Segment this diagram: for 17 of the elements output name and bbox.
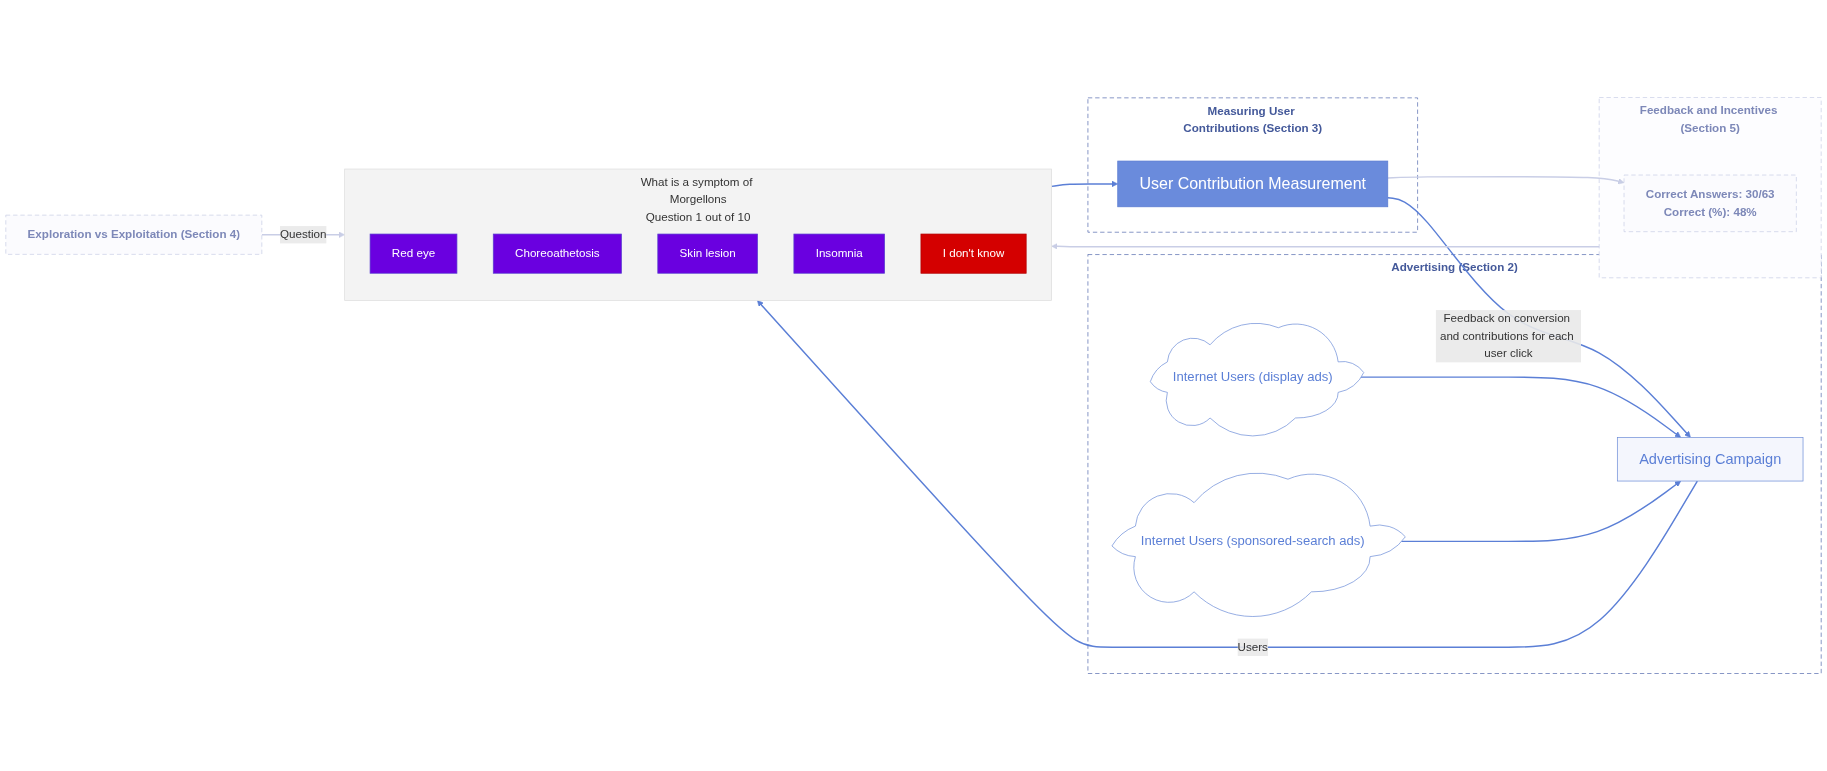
node-box: Advertising Campaign [1616,437,1804,482]
node-box: Skin lesion [657,233,758,274]
node-box: User Contribution Measurement [1117,160,1389,208]
arrow [1387,197,1691,438]
node-box: Choreoathetosis [492,233,622,274]
node-box: Insomnia [793,233,885,274]
node-box: Exploration vs Exploitation (Section 4) [5,214,263,255]
edge-label: Users [1237,640,1268,653]
node-box: Correct Answers: 30/63 Correct (%): 48% [1623,174,1797,233]
edge-label: Question [279,228,327,241]
arrow [1387,175,1625,185]
arrow [757,300,1699,648]
arrow [1050,180,1118,188]
node-box: I don't know [920,233,1027,274]
node-box: Red eye [369,233,458,274]
edge-label: Feedback on conversion and contributions for each user click [1439,312,1574,360]
arrow [1051,243,1600,250]
